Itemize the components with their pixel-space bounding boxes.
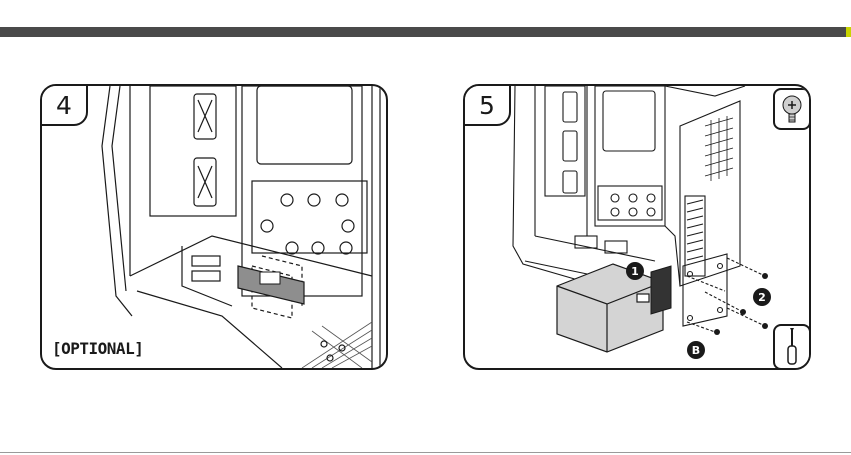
optional-label: [OPTIONAL] bbox=[48, 337, 147, 360]
screwdriver-icon bbox=[775, 326, 809, 368]
step-4-panel: 4 [OPTIONAL] bbox=[40, 84, 388, 370]
screwdriver-icon-box bbox=[773, 324, 811, 370]
step-5-number: 5 bbox=[463, 84, 511, 126]
marker-1: 1 bbox=[626, 262, 644, 280]
step-4-number: 4 bbox=[40, 84, 88, 126]
screw-icon bbox=[775, 90, 809, 128]
step-5-illustration bbox=[465, 86, 809, 368]
bottom-rule bbox=[0, 452, 851, 453]
marker-2: 2 bbox=[753, 288, 771, 306]
step-4-illustration bbox=[42, 86, 386, 368]
header-accent bbox=[846, 27, 851, 37]
header-bar bbox=[0, 27, 846, 37]
step-5-panel: 5 1 2 B bbox=[463, 84, 811, 370]
marker-b: B bbox=[687, 341, 705, 359]
screw-icon-box bbox=[773, 88, 811, 130]
